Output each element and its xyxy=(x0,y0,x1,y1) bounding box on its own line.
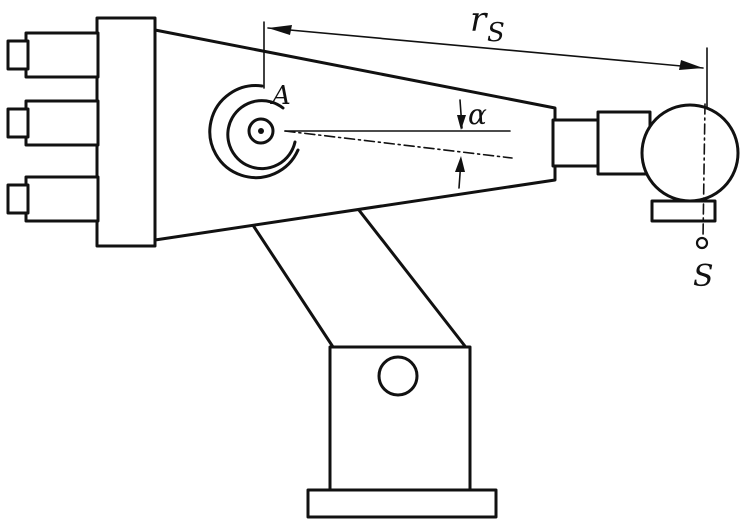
sphere-body xyxy=(640,103,740,203)
sphere-mount xyxy=(650,199,717,223)
pedestal-foot xyxy=(306,488,498,519)
stub-middle xyxy=(6,99,100,147)
axis-line xyxy=(284,130,513,159)
alpha-angle-arrows xyxy=(455,99,466,189)
rs-dimension-line xyxy=(267,27,704,69)
pivot-label: A xyxy=(270,81,291,111)
pedestal-block xyxy=(328,345,472,494)
pivot-bearing xyxy=(208,84,300,180)
neck-large xyxy=(596,110,652,176)
center-s-label: S xyxy=(693,259,714,294)
neck-small xyxy=(551,118,603,168)
pedestal-hole xyxy=(377,355,419,397)
radius-label: r xyxy=(470,0,488,40)
flange-plate xyxy=(95,16,157,248)
alpha-label: α xyxy=(468,98,487,131)
sphere-center-line xyxy=(702,103,706,239)
stub-bottom xyxy=(6,175,100,223)
point-s-marker xyxy=(695,236,709,250)
rs-arrow-left xyxy=(268,25,292,35)
rs-arrow-right xyxy=(679,60,703,70)
stub-top xyxy=(6,31,100,79)
radius-subscript: S xyxy=(487,18,505,48)
